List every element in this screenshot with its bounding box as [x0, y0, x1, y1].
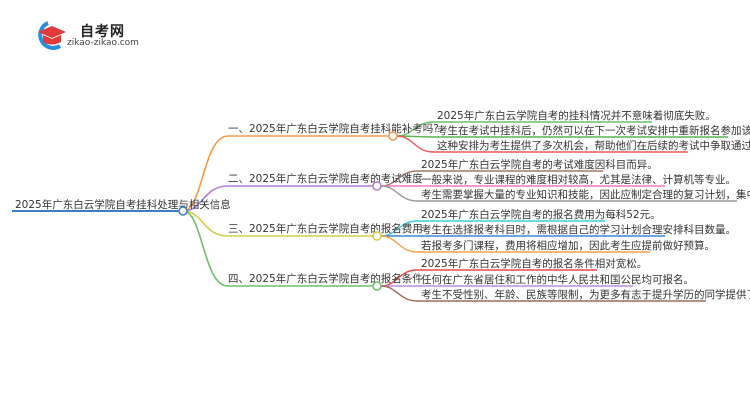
branch-node-circle[interactable]: [372, 231, 382, 241]
branch-label[interactable]: 一、2025年广东白云学院自考挂科能补考吗?: [228, 122, 439, 135]
leaf-link: [396, 135, 688, 153]
leaf-label[interactable]: 2025年广东白云学院自考的报名费用为每科52元。: [421, 208, 661, 221]
root-node-circle[interactable]: [178, 206, 188, 216]
leaf-label[interactable]: 若报考多门课程，费用将相应增加，因此考生应提前做好预算。: [421, 239, 715, 252]
leaf-link: [380, 185, 737, 202]
branch-node-circle[interactable]: [372, 281, 382, 291]
branch-label[interactable]: 二、2025年广东白云学院自考的考试难度: [228, 172, 423, 185]
branch-label[interactable]: 四、2025年广东白云学院自考的报名条件: [228, 272, 423, 285]
leaf-label[interactable]: 2025年广东白云学院自考的考试难度因科目而异。: [421, 158, 658, 171]
logo-title: 自考网: [80, 24, 125, 40]
root-node-label[interactable]: 2025年广东白云学院自考挂科处理与相关信息: [15, 198, 231, 211]
branch-node-circle[interactable]: [372, 181, 382, 191]
leaf-link: [380, 285, 706, 302]
branch-link: [182, 185, 373, 212]
branch-link: [182, 210, 373, 237]
leaf-label[interactable]: 一般来说，专业课程的难度相对较高，尤其是法律、计算机等专业。: [421, 173, 736, 186]
leaf-label[interactable]: 考生在选择报考科目时，需根据自己的学习计划合理安排科目数量。: [421, 223, 736, 236]
leaf-label[interactable]: 2025年广东白云学院自考的挂科情况并不意味着彻底失败。: [437, 109, 716, 122]
leaf-label[interactable]: 这种安排为考生提供了多次机会，帮助他们在后续的考试中争取通过。: [437, 139, 750, 152]
leaf-label[interactable]: 考生在考试中挂科后，仍然可以在下一次考试安排中重新报名参加该科目的考试。: [437, 124, 750, 137]
logo: 自考网 zikao-zikao.com: [30, 18, 140, 52]
leaf-label[interactable]: 2025年广东白云学院自考的报名条件相对宽松。: [421, 257, 647, 270]
branch-node-circle[interactable]: [388, 131, 398, 141]
leaf-label[interactable]: 任何在广东省居住和工作的中华人民共和国公民均可报名。: [421, 273, 694, 286]
leaf-label[interactable]: 考生需要掌握大量的专业知识和技能，因此应制定合理的复习计划，集中攻克薄弱环节。: [421, 188, 750, 201]
logo-url: zikao-zikao.com: [67, 38, 139, 48]
leaf-link: [380, 235, 650, 253]
leaf-label[interactable]: 考生不受性别、年龄、民族等限制，为更多有志于提升学历的同学提供了机会。: [421, 288, 750, 301]
graduation-cap-icon: [38, 21, 66, 50]
branch-link: [182, 210, 373, 287]
branch-label[interactable]: 三、2025年广东白云学院自考的报名费用: [228, 222, 423, 235]
branch-link: [182, 135, 389, 212]
